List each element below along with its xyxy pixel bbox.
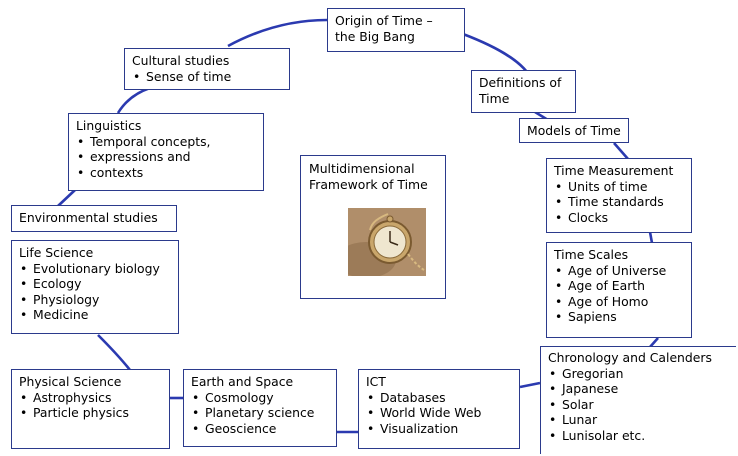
list-item: Japanese [548,381,730,397]
list-item: Geoscience [191,421,330,437]
measurement-title: Time Measurement [554,163,674,178]
link-chronology-ict [519,381,541,389]
ict-title: ICT [366,374,386,389]
list-item: Planetary science [191,405,330,421]
scales-title: Time Scales [554,247,629,262]
list-item: Lunisolar etc. [548,428,730,444]
link-models-measurement [613,142,629,160]
definitions-title-line2: Time [479,90,510,106]
link-environmental-linguistics [57,189,76,207]
list-item: Units of time [554,179,685,195]
list-item: Physiology [19,292,172,308]
list-item: Cosmology [191,390,330,406]
node-earth: Earth and Space Cosmology Planetary scie… [183,369,337,447]
node-measurement: Time Measurement Units of time Time stan… [546,158,692,233]
link-measurement-scales [648,231,654,244]
link-cultural-origin [227,18,328,48]
ict-list: Databases World Wide Web Visualization [366,390,513,437]
physical-title: Physical Science [19,374,122,389]
node-origin: Origin of Time – the Big Bang [327,8,465,52]
cultural-title: Cultural studies [132,53,230,68]
list-item: Particle physics [19,405,163,421]
list-item: Temporal concepts, [76,134,257,150]
definitions-title-line1: Definitions of [479,75,562,90]
list-item: Visualization [366,421,513,437]
list-item: Lunar [548,412,730,428]
pocket-watch-icon [348,208,426,276]
life-list: Evolutionary biology Ecology Physiology … [19,261,172,323]
node-definitions: Definitions of Time [471,70,576,113]
list-item: Solar [548,397,730,413]
origin-title-line2: the Big Bang [335,28,415,44]
origin-title-line1: Origin of Time – [335,13,433,28]
node-chronology: Chronology and Calenders Gregorian Japan… [540,346,736,454]
center-title-line2: Framework of Time [309,177,428,192]
link-physical-life [97,334,132,371]
chronology-title: Chronology and Calenders [548,350,712,365]
node-models: Models of Time [519,118,629,143]
models-title: Models of Time [527,123,621,138]
list-item: Databases [366,390,513,406]
center-title-line1: Multidimensional [309,161,415,176]
node-linguistics: Linguistics Temporal concepts, expressio… [68,113,264,191]
node-scales: Time Scales Age of Universe Age of Earth… [546,242,692,338]
link-linguistics-cultural [116,86,151,114]
list-item: Gregorian [548,366,730,382]
chronology-list: Gregorian Japanese Solar Lunar Lunisolar… [548,366,730,444]
linguistics-title: Linguistics [76,118,142,133]
list-item: Time standards [554,194,685,210]
list-item: Clocks [554,210,685,226]
measurement-list: Units of time Time standards Clocks [554,179,685,226]
environmental-title: Environmental studies [19,210,158,225]
earth-list: Cosmology Planetary science Geoscience [191,390,330,437]
list-item: expressions and [76,149,257,165]
node-ict: ICT Databases World Wide Web Visualizati… [358,369,520,449]
cultural-list: Sense of time [132,69,283,85]
list-item: Sapiens [554,309,685,325]
life-title: Life Science [19,245,94,260]
list-item: Age of Earth [554,278,685,294]
link-scales-chronology [649,337,659,348]
list-item: Evolutionary biology [19,261,172,277]
earth-title: Earth and Space [191,374,294,389]
scales-list: Age of Universe Age of Earth Age of Homo… [554,263,685,325]
node-cultural: Cultural studies Sense of time [124,48,290,90]
list-item: Age of Universe [554,263,685,279]
physical-list: Astrophysics Particle physics [19,390,163,421]
node-life: Life Science Evolutionary biology Ecolog… [11,240,179,334]
list-item: contexts [76,165,257,181]
list-item: Medicine [19,307,172,323]
list-item: Age of Homo [554,294,685,310]
center-framework-box: Multidimensional Framework of Time [300,155,446,299]
list-item: World Wide Web [366,405,513,421]
node-physical: Physical Science Astrophysics Particle p… [11,369,170,449]
list-item: Astrophysics [19,390,163,406]
node-environmental: Environmental studies [11,205,177,232]
list-item: Ecology [19,276,172,292]
list-item: Sense of time [132,69,283,85]
linguistics-list: Temporal concepts, expressions and conte… [76,134,257,181]
